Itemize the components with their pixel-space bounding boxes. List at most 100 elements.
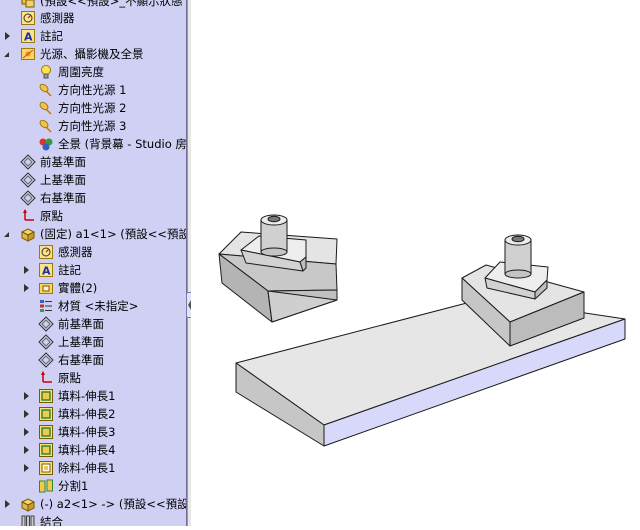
expand-arrow-icon[interactable]	[24, 284, 29, 292]
tree-item-label: 感測器	[58, 245, 93, 259]
svg-text:A: A	[42, 265, 51, 278]
tree-item-a1-solid-bodies[interactable]: 實體(2)	[0, 279, 186, 297]
lights-folder-icon	[20, 46, 36, 62]
tree-item-annotations[interactable]: A 註記	[0, 27, 186, 45]
feature-manager-tree: (預設<<預設>_不顯示狀態 感測器 A 註記 光源、攝影機及全景 周圍亮度 方…	[0, 0, 187, 526]
tree-item-label: 全景 (背景幕 - Studio 房	[58, 137, 187, 151]
tree-item-label: 周圍亮度	[58, 65, 104, 79]
expand-arrow-icon[interactable]	[24, 446, 29, 454]
tree-item-boss-extrude-2[interactable]: 填料-伸長2	[0, 405, 186, 423]
tree-item-cut-extrude-1[interactable]: 除料-伸長1	[0, 459, 186, 477]
tree-item-label: 註記	[40, 29, 63, 43]
part-icon	[20, 496, 36, 512]
expand-arrow-icon[interactable]	[24, 428, 29, 436]
tree-item-sensors[interactable]: 感測器	[0, 9, 186, 27]
tree-item-a1-origin[interactable]: 原點	[0, 369, 186, 387]
plane-icon	[20, 190, 36, 206]
tree-item-label: 材質 <未指定>	[58, 299, 139, 313]
plane-icon	[20, 154, 36, 170]
tree-item-lights-cameras-scene[interactable]: 光源、攝影機及全景	[0, 45, 186, 63]
tree-item-directional-light-1[interactable]: 方向性光源 1	[0, 81, 186, 99]
panel-splitter[interactable]	[187, 0, 191, 526]
expand-arrow-icon[interactable]	[24, 464, 29, 472]
scene-icon	[38, 136, 54, 152]
split-icon	[38, 478, 54, 494]
tree-item-mates[interactable]: 結合	[0, 513, 186, 526]
tree-item-right-plane[interactable]: 右基準面	[0, 189, 186, 207]
tree-item-label: 方向性光源 1	[58, 83, 127, 97]
tree-item-label: 實體(2)	[58, 281, 98, 295]
mates-icon	[20, 514, 36, 526]
tree-item-label: 原點	[40, 209, 63, 223]
plane-icon	[38, 352, 54, 368]
tree-item-directional-light-2[interactable]: 方向性光源 2	[0, 99, 186, 117]
tree-item-label: 上基準面	[58, 335, 104, 349]
tree-item-label: 右基準面	[40, 191, 86, 205]
tree-item-part-a2[interactable]: (-) a2<1> -> (預設<<預設>_顯	[0, 495, 186, 513]
graphics-area[interactable]	[191, 0, 640, 526]
svg-text:A: A	[24, 31, 33, 44]
tree-item-top-plane[interactable]: 上基準面	[0, 171, 186, 189]
boss-extrude-icon	[38, 406, 54, 422]
tree-item-label: 方向性光源 2	[58, 101, 127, 115]
block-a2	[461, 234, 585, 347]
tree-item-directional-light-3[interactable]: 方向性光源 3	[0, 117, 186, 135]
tree-item-label: 除料-伸長1	[58, 461, 116, 475]
collapse-arrow-icon[interactable]	[4, 52, 9, 57]
tree-item-a1-sensors[interactable]: 感測器	[0, 243, 186, 261]
plane-icon	[20, 172, 36, 188]
sensor-icon	[20, 10, 36, 26]
tree-item-label: 結合	[40, 515, 63, 526]
tree-item-label: 填料-伸長1	[58, 389, 116, 403]
tree-item-label: 填料-伸長2	[58, 407, 116, 421]
expand-arrow-icon[interactable]	[24, 392, 29, 400]
tree-item-front-plane[interactable]: 前基準面	[0, 153, 186, 171]
tree-item-scene[interactable]: 全景 (背景幕 - Studio 房	[0, 135, 186, 153]
tree-item-a1-right-plane[interactable]: 右基準面	[0, 351, 186, 369]
boss-extrude-icon	[38, 442, 54, 458]
tree-item-a1-front-plane[interactable]: 前基準面	[0, 315, 186, 333]
plane-icon	[38, 316, 54, 332]
tree-item-origin[interactable]: 原點	[0, 207, 186, 225]
tree-item-label: (預設<<預設>_不顯示狀態	[40, 0, 183, 8]
tree-item-boss-extrude-4[interactable]: 填料-伸長4	[0, 441, 186, 459]
expand-arrow-icon[interactable]	[24, 410, 29, 418]
tree-item-label: 前基準面	[58, 317, 104, 331]
tree-item-label: 分割1	[58, 479, 89, 493]
expand-arrow-icon[interactable]	[24, 266, 29, 274]
tree-item-split-1[interactable]: 分割1	[0, 477, 186, 495]
directional-light-icon	[38, 100, 54, 116]
tree-item-part-a1[interactable]: (固定) a1<1> (預設<<預設>_顯	[0, 225, 186, 243]
tree-item-label: 感測器	[40, 11, 75, 25]
tree-item-boss-extrude-3[interactable]: 填料-伸長3	[0, 423, 186, 441]
tree-item-label: 原點	[58, 371, 81, 385]
tree-item-label: 註記	[58, 263, 81, 277]
annotation-icon: A	[20, 28, 36, 44]
light-bulb-icon	[38, 64, 54, 80]
tree-item-a1-material[interactable]: 材質 <未指定>	[0, 297, 186, 315]
tree-item-a1-annotations[interactable]: A 註記	[0, 261, 186, 279]
plane-icon	[38, 334, 54, 350]
tree-item-assembly-root[interactable]: (預設<<預設>_不顯示狀態	[0, 0, 186, 10]
assembly-icon	[20, 0, 36, 9]
tree-item-label: 上基準面	[40, 173, 86, 187]
tree-item-a1-top-plane[interactable]: 上基準面	[0, 333, 186, 351]
collapse-arrow-icon[interactable]	[4, 232, 9, 237]
collapse-arrow-icon	[188, 300, 191, 310]
tree-item-label: 前基準面	[40, 155, 86, 169]
expand-arrow-icon[interactable]	[5, 32, 10, 40]
directional-light-icon	[38, 118, 54, 134]
tree-item-boss-extrude-1[interactable]: 填料-伸長1	[0, 387, 186, 405]
origin-icon	[20, 208, 36, 224]
solid-bodies-folder-icon	[38, 280, 54, 296]
tree-item-label: 填料-伸長4	[58, 443, 116, 457]
tree-item-ambient-light[interactable]: 周圍亮度	[0, 63, 186, 81]
boss-extrude-icon	[38, 388, 54, 404]
block-a1	[218, 214, 338, 323]
part-icon	[20, 226, 36, 242]
material-icon	[38, 298, 54, 314]
model-3d-view	[218, 214, 626, 447]
annotation-icon: A	[38, 262, 54, 278]
expand-arrow-icon[interactable]	[5, 500, 10, 508]
cut-extrude-icon	[38, 460, 54, 476]
